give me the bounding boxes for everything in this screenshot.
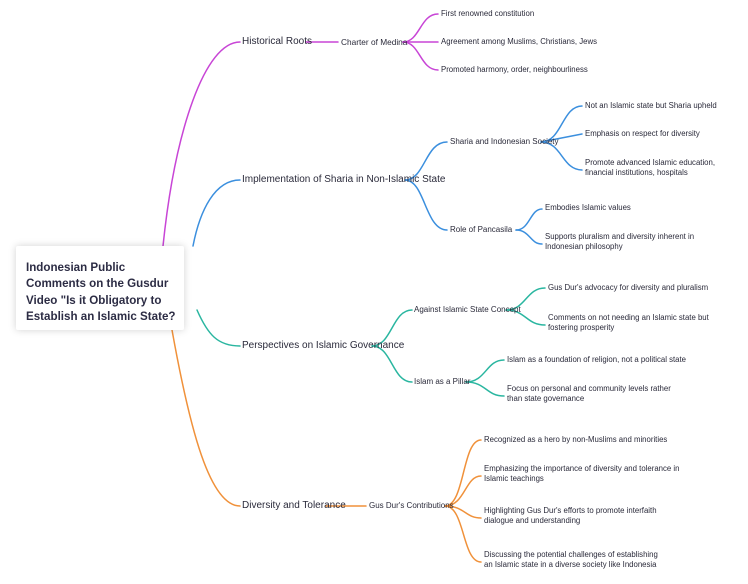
leaf-embodies-islamic-values[interactable]: Embodies Islamic values	[545, 203, 631, 212]
sub-islam-as-a-pillar[interactable]: Islam as a Pillar	[414, 377, 471, 386]
diversity-connectors	[171, 329, 482, 563]
branch-historical-roots[interactable]: Historical Roots	[242, 36, 313, 47]
leaf-not-islamic-state-sharia-upheld[interactable]: Not an Islamic state but Sharia upheld	[585, 101, 717, 110]
leaf-respect-for-diversity[interactable]: Emphasis on respect for diversity	[585, 129, 700, 138]
leaf-supports-pluralism[interactable]: Supports pluralism and diversity inheren…	[545, 232, 695, 251]
historical-connectors	[162, 13, 439, 247]
leaf-fostering-prosperity[interactable]: Comments on not needing an Islamic state…	[548, 313, 709, 332]
sub-charter-of-medina[interactable]: Charter of Medina	[341, 37, 408, 47]
leaf-foundation-of-religion[interactable]: Islam as a foundation of religion, not a…	[507, 355, 687, 364]
leaf-importance-of-diversity[interactable]: Emphasizing the importance of diversity …	[484, 464, 680, 483]
leaf-agreement-muslims-christians-jews[interactable]: Agreement among Muslims, Christians, Jew…	[441, 37, 597, 46]
branch-implementation-of-sharia[interactable]: Implementation of Sharia in Non-Islamic …	[242, 174, 446, 185]
governance-connectors	[196, 287, 546, 397]
sub-sharia-and-indonesian-society[interactable]: Sharia and Indonesian Society	[450, 137, 559, 146]
leaf-first-constitution[interactable]: First renowned constitution	[441, 9, 535, 18]
sharia-connectors	[192, 105, 583, 247]
leaf-challenges-islamic-state[interactable]: Discussing the potential challenges of e…	[484, 550, 658, 569]
leaf-interfaith-dialogue[interactable]: Highlighting Gus Dur's efforts to promot…	[484, 506, 657, 525]
sub-against-islamic-state[interactable]: Against Islamic State Concept	[414, 305, 521, 314]
leaf-personal-community-levels[interactable]: Focus on personal and community levels r…	[507, 384, 671, 403]
root-title: Indonesian Public Comments on the Gusdur…	[26, 261, 176, 324]
branch-diversity-and-tolerance[interactable]: Diversity and Tolerance	[242, 500, 346, 511]
leaf-advanced-islamic-education[interactable]: Promote advanced Islamic education, fina…	[585, 158, 716, 177]
leaf-promoted-harmony[interactable]: Promoted harmony, order, neighbourliness	[441, 65, 588, 74]
leaf-gus-dur-advocacy[interactable]: Gus Dur's advocacy for diversity and plu…	[548, 283, 709, 292]
root-node[interactable]: Indonesian Public Comments on the Gusdur…	[16, 246, 184, 330]
sub-gus-dur-contributions[interactable]: Gus Dur's Contributions	[369, 501, 454, 510]
branch-perspectives-islamic-governance[interactable]: Perspectives on Islamic Governance	[242, 340, 405, 351]
leaf-recognized-as-hero[interactable]: Recognized as a hero by non-Muslims and …	[484, 435, 668, 444]
sub-role-of-pancasila[interactable]: Role of Pancasila	[450, 225, 513, 234]
